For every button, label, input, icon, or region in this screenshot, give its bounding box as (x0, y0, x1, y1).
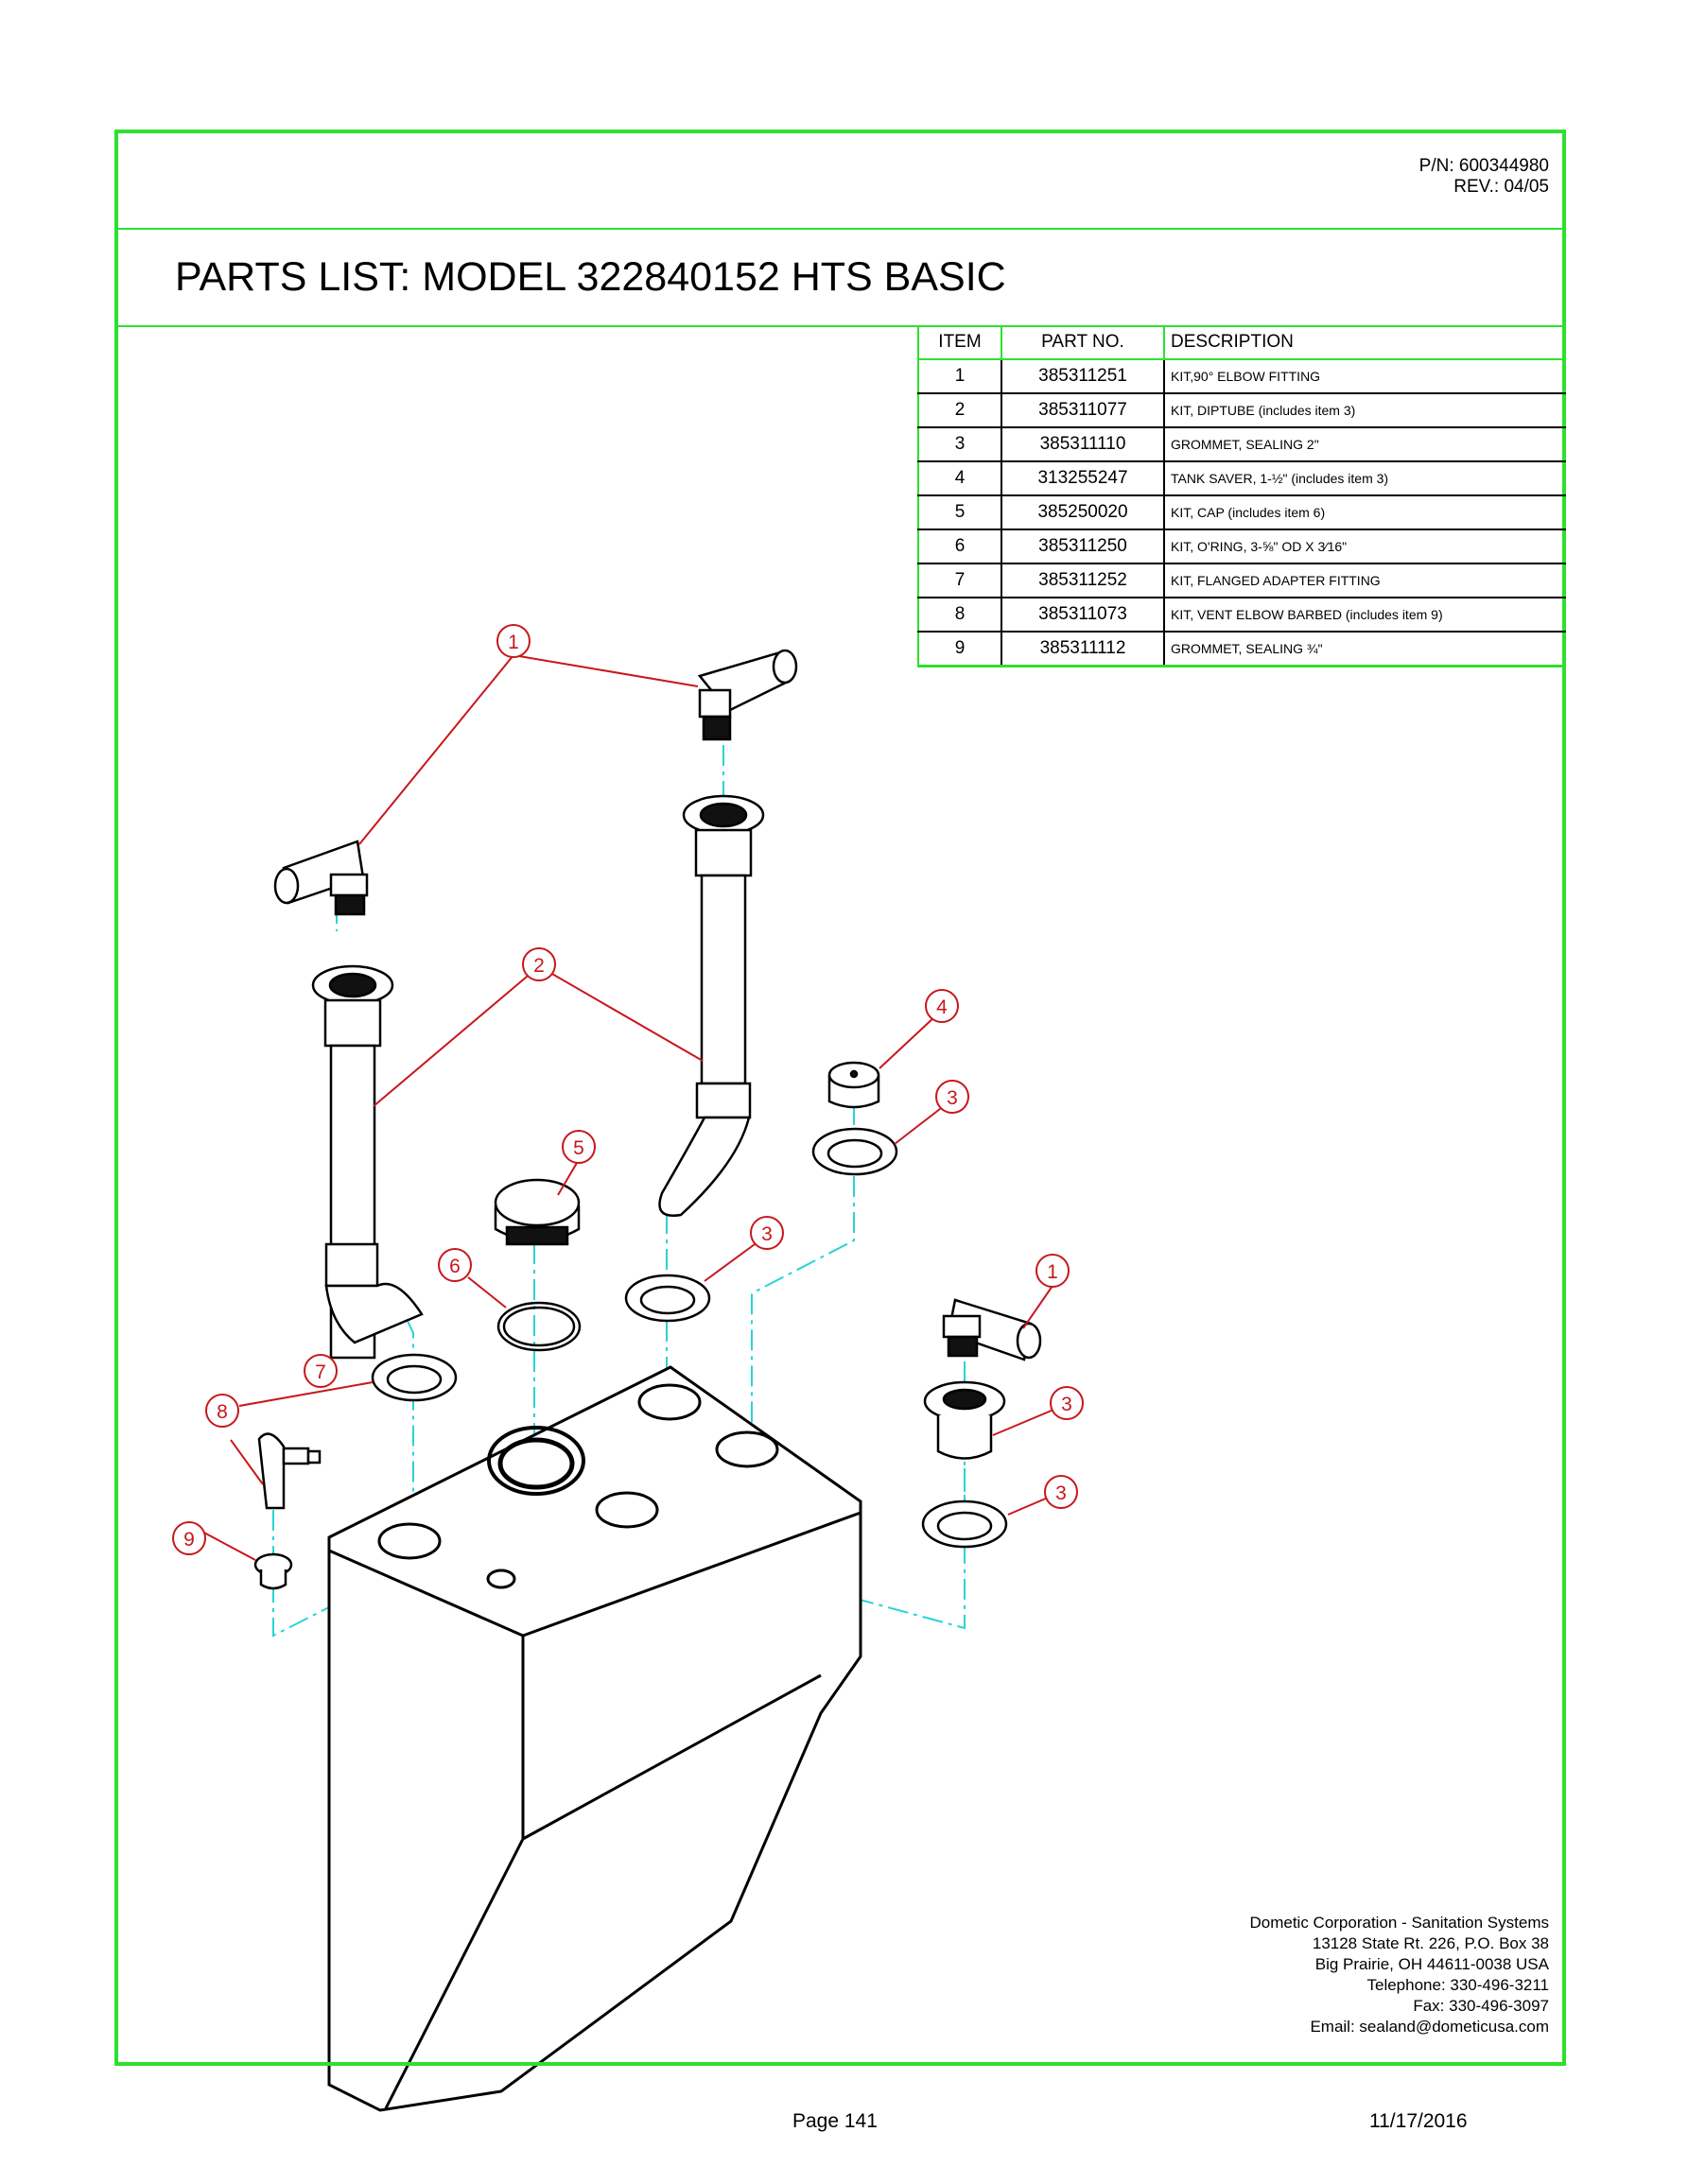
company-telephone: Telephone: 330-496-3211 (1366, 1976, 1549, 1994)
col-item: ITEM (917, 326, 1002, 360)
col-part-no: PART NO. (1001, 326, 1165, 360)
revision: REV.: 04/05 (1453, 177, 1549, 197)
callout-labels: 1 2 4 3 5 3 6 1 3 8 3 7 9 (183, 632, 1072, 1551)
cell-description: KIT, CAP (includes item 6) (1163, 495, 1566, 530)
cell-part-no: 313255247 (1001, 461, 1164, 496)
company-address-1: 13128 State Rt. 226, P.O. Box 38 (1312, 1934, 1549, 1952)
callout-4 (925, 989, 959, 1023)
callout-1-right (1035, 1254, 1070, 1288)
cell-description: KIT, DIPTUBE (includes item 3) (1163, 393, 1566, 428)
cell-description: GROMMET, SEALING ¾" (1163, 632, 1566, 667)
grommets (371, 1127, 1008, 1549)
callout-3-b (750, 1216, 784, 1250)
drawing-frame: P/N: 600344980 REV.: 04/05 PARTS LIST: M… (114, 130, 1566, 2066)
elbow-fitting-left (273, 840, 369, 916)
elbow-fitting-right (942, 1298, 1042, 1361)
callout-label: 1 (1047, 1261, 1058, 1283)
callout-leaders (201, 654, 1066, 1561)
cell-part-no: 385311250 (1001, 529, 1164, 564)
callout-label: 8 (217, 1401, 228, 1423)
callout-1-top (496, 624, 531, 658)
small-grommet (253, 1552, 293, 1590)
cell-description: GROMMET, SEALING 2" (1163, 427, 1566, 462)
dip-tube-left (311, 964, 424, 1360)
cell-item: 1 (917, 359, 1001, 394)
cell-item: 6 (917, 529, 1001, 564)
company-info: Dometic Corporation - Sanitation Systems… (1249, 1913, 1549, 2037)
part-number-block: P/N: 600344980 REV.: 04/05 (1419, 156, 1549, 198)
cell-item: 9 (917, 632, 1001, 667)
callout-label: 1 (508, 632, 519, 653)
callout-bubbles (172, 624, 1084, 1555)
cell-part-no: 385311252 (1001, 563, 1164, 598)
table-header-row: ITEM PART NO. DESCRIPTION (917, 326, 1566, 360)
callout-3-a (935, 1080, 969, 1114)
cell-description: KIT, FLANGED ADAPTER FITTING (1163, 563, 1566, 598)
cell-part-no: 385311077 (1001, 393, 1164, 428)
callout-5 (562, 1130, 596, 1164)
callout-7 (1050, 1386, 1084, 1420)
flanged-adapter (923, 1380, 1006, 1460)
cell-item: 7 (917, 563, 1001, 598)
callout-8 (205, 1394, 239, 1428)
cell-part-no: 385311251 (1001, 359, 1164, 394)
callout-label: 3 (1055, 1482, 1067, 1504)
cell-item: 2 (917, 393, 1001, 428)
cap (494, 1178, 581, 1246)
callout-9 (172, 1521, 206, 1555)
callout-6 (438, 1248, 472, 1282)
cell-part-no: 385311073 (1001, 598, 1164, 633)
callout-label: 2 (533, 955, 545, 977)
part-number: P/N: 600344980 (1418, 156, 1549, 176)
col-description: DESCRIPTION (1163, 326, 1566, 360)
tank-saver (827, 1061, 880, 1109)
page-date: 11/17/2016 (1369, 2110, 1468, 2132)
elbow-fitting-top-right (697, 649, 798, 741)
cell-item: 5 (917, 495, 1001, 530)
callout-3-d (304, 1354, 338, 1388)
callout-label: 3 (761, 1223, 773, 1245)
callout-label: 6 (449, 1256, 461, 1277)
cell-part-no: 385311112 (1001, 632, 1164, 667)
callout-2 (522, 947, 556, 981)
callout-label: 9 (183, 1529, 195, 1551)
vent-elbow (257, 1432, 322, 1510)
cell-description: KIT, VENT ELBOW BARBED (includes item 9) (1163, 598, 1566, 633)
company-fax: Fax: 330-496-3097 (1413, 1997, 1549, 2015)
company-name: Dometic Corporation - Sanitation Systems (1249, 1914, 1549, 1932)
cell-description: KIT,90° ELBOW FITTING (1163, 359, 1566, 394)
callout-label: 3 (1061, 1394, 1072, 1415)
cell-part-no: 385311110 (1001, 427, 1164, 462)
cell-part-no: 385250020 (1001, 495, 1164, 530)
cell-item: 4 (917, 461, 1001, 496)
callout-label: 7 (315, 1361, 326, 1383)
callout-label: 5 (573, 1137, 584, 1159)
o-ring (496, 1301, 582, 1352)
callout-3-c (1044, 1475, 1078, 1509)
cell-description: KIT, O'RING, 3-⅝" OD X 3⁄16" (1163, 529, 1566, 564)
company-email: Email: sealand@dometicusa.com (1310, 2018, 1549, 2036)
cell-description: TANK SAVER, 1-½" (includes item 3) (1163, 461, 1566, 496)
page-number: Page 141 (792, 2110, 878, 2132)
header-divider (118, 228, 1562, 230)
page-title: PARTS LIST: MODEL 322840152 HTS BASIC (175, 254, 1006, 300)
callout-label: 3 (947, 1087, 958, 1109)
dip-tube-right (658, 794, 765, 1217)
title-divider (118, 325, 1562, 327)
cell-item: 8 (917, 598, 1001, 633)
company-address-2: Big Prairie, OH 44611-0038 USA (1314, 1955, 1549, 1973)
cell-item: 3 (917, 427, 1001, 462)
callout-label: 4 (936, 997, 948, 1018)
